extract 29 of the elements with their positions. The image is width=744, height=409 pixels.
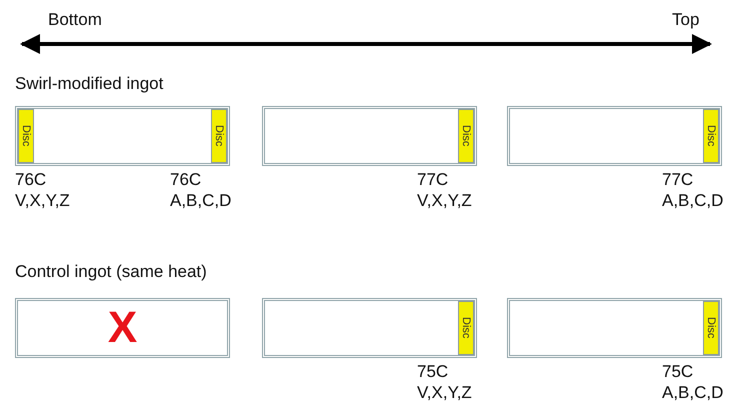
ingot-box xyxy=(262,298,477,358)
disc-tag: Disc xyxy=(703,109,719,163)
sample-label: V,X,Y,Z xyxy=(15,191,70,211)
disc-tag: Disc xyxy=(458,109,474,163)
sample-label: 75C xyxy=(417,362,448,382)
sample-label: A,B,C,D xyxy=(662,191,724,211)
disc-tag: Disc xyxy=(211,109,227,163)
sample-label: 76C xyxy=(170,170,202,190)
ingot-box xyxy=(15,298,230,358)
ingot-box xyxy=(15,106,230,166)
ingot-box xyxy=(507,298,722,358)
direction-label: Bottom xyxy=(48,10,102,30)
sample-label: 77C xyxy=(417,170,448,190)
sample-label: 77C xyxy=(662,170,694,190)
sample-label: V,X,Y,Z xyxy=(417,191,472,211)
sample-label: 76C xyxy=(15,170,46,190)
ingot-box xyxy=(507,106,722,166)
sample-label: V,X,Y,Z xyxy=(417,383,472,403)
sample-label: A,B,C,D xyxy=(662,383,724,403)
cross-mark: X xyxy=(108,303,138,353)
sample-label: 75C xyxy=(662,362,694,382)
disc-tag: Disc xyxy=(703,301,719,355)
ingot-box xyxy=(262,106,477,166)
row-heading: Control ingot (same heat) xyxy=(15,262,207,282)
row-heading: Swirl-modified ingot xyxy=(15,74,164,94)
sample-label: A,B,C,D xyxy=(170,191,232,211)
direction-label: Top xyxy=(672,10,700,30)
disc-tag: Disc xyxy=(458,301,474,355)
disc-tag: Disc xyxy=(18,109,34,163)
